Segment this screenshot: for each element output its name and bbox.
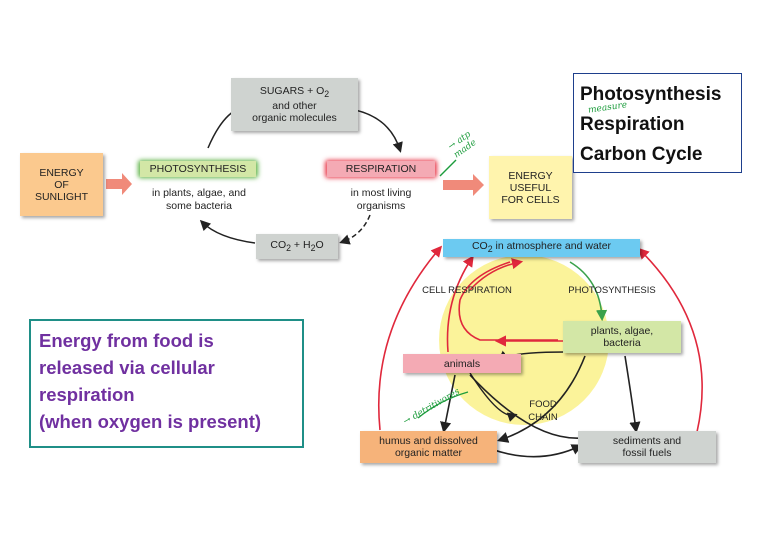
respiration-label-box: RESPIRATION: [327, 161, 435, 177]
co2-atmosphere-box: CO2 in atmosphere and water: [443, 239, 640, 257]
energy-note-line-1: Energy from food is: [39, 330, 214, 351]
topic-carbon-cycle: Carbon Cycle: [580, 144, 703, 165]
atmos-co2-text: CO: [471, 240, 488, 253]
arrow-cellresp-up: [469, 258, 524, 291]
co2-atmosphere-label: CO2 in atmosphere and water: [472, 240, 611, 255]
sunlight-arrow: [106, 173, 132, 195]
cc-photosynthesis-label: PHOTOSYNTHESIS: [568, 285, 656, 296]
sugars-box: SUGARS + O2 and other organic molecules: [231, 78, 358, 131]
sunlight-label: ENERGY OF SUNLIGHT: [34, 166, 89, 203]
co2-text: CO: [270, 238, 287, 251]
arrow-plants-to-humus: [496, 355, 586, 443]
photosynthesis-label-box: PHOTOSYNTHESIS: [140, 161, 256, 177]
arrow-animals-chain: [469, 372, 518, 422]
food-chain-label: FOOD CHAIN: [528, 399, 558, 423]
topic-respiration: Respiration: [580, 114, 685, 135]
handwriting-stroke-resp: [439, 159, 457, 177]
photosynthesis-label: PHOTOSYNTHESIS: [149, 163, 247, 175]
arrow-co2-to-plants: [569, 261, 608, 322]
plants-label: plants, algae, bacteria: [590, 325, 654, 349]
arrow-right-outer: [637, 247, 703, 433]
energy-note-line-4: (when oxygen is present): [39, 411, 262, 432]
sugars-label-rest: and other organic molecules: [252, 100, 337, 125]
arrow-co2-to-photo: [199, 219, 256, 244]
atmos-rest-text: in atmosphere and water: [492, 240, 612, 253]
co2-h2o-box: CO2 + H2O: [256, 234, 338, 259]
atmos-co2-subscript: 2: [487, 244, 493, 255]
arrow-animals-up: [446, 255, 474, 353]
energy-note-box: Energy from food is released via cellula…: [29, 319, 304, 448]
respiration-subtext: in most living organisms: [350, 187, 412, 212]
energy-note-line-2: released via cellular: [39, 357, 215, 378]
animals-label: animals: [443, 357, 481, 370]
sugars-label-line1: SUGARS + O2: [260, 85, 329, 100]
energy-useful-label: ENERGY USEFUL FOR CELLS: [501, 169, 560, 206]
sunlight-box: ENERGY OF SUNLIGHT: [20, 153, 103, 216]
energy-useful-box: ENERGY USEFUL FOR CELLS: [489, 156, 572, 219]
photosynthesis-subtext: in plants, algae, and some bacteria: [152, 187, 246, 212]
handwriting-stroke-animals: [417, 391, 469, 419]
co2-h2o-label: CO2 + H2O: [270, 239, 323, 254]
co2-subscript: 2: [286, 243, 291, 254]
energy-arrow: [443, 174, 484, 196]
animals-box: animals: [403, 354, 521, 373]
humus-box: humus and dissolved organic matter: [360, 431, 497, 463]
sediments-label: sediments and fossil fuels: [612, 435, 682, 459]
plants-box: plants, algae, bacteria: [563, 321, 681, 353]
topic-photosynthesis: Photosynthesis: [580, 84, 722, 105]
sugars-subscript: 2: [324, 89, 330, 100]
arrow-animals-to-humus: [440, 374, 456, 434]
o-text: O: [315, 238, 324, 251]
arrow-left-outer: [377, 245, 443, 431]
arrow-sugars-to-resp: [354, 109, 403, 153]
h-text: + H: [291, 238, 311, 251]
arrow-resp-to-co2-atmos: [458, 261, 558, 341]
h2o-subscript: 2: [310, 243, 316, 254]
cell-respiration-label: CELL RESPIRATION: [422, 285, 512, 296]
arrow-plants-to-sediments: [624, 355, 641, 434]
respiration-label: RESPIRATION: [345, 163, 417, 175]
sugars-text: SUGARS + O: [259, 84, 325, 97]
humus-label: humus and dissolved organic matter: [379, 435, 478, 459]
arrow-resp-to-co2: [339, 214, 371, 245]
energy-note-line-3: respiration: [39, 384, 135, 405]
sediments-box: sediments and fossil fuels: [578, 431, 716, 463]
topics-box: Photosynthesis Respiration Carbon Cycle: [573, 73, 742, 173]
